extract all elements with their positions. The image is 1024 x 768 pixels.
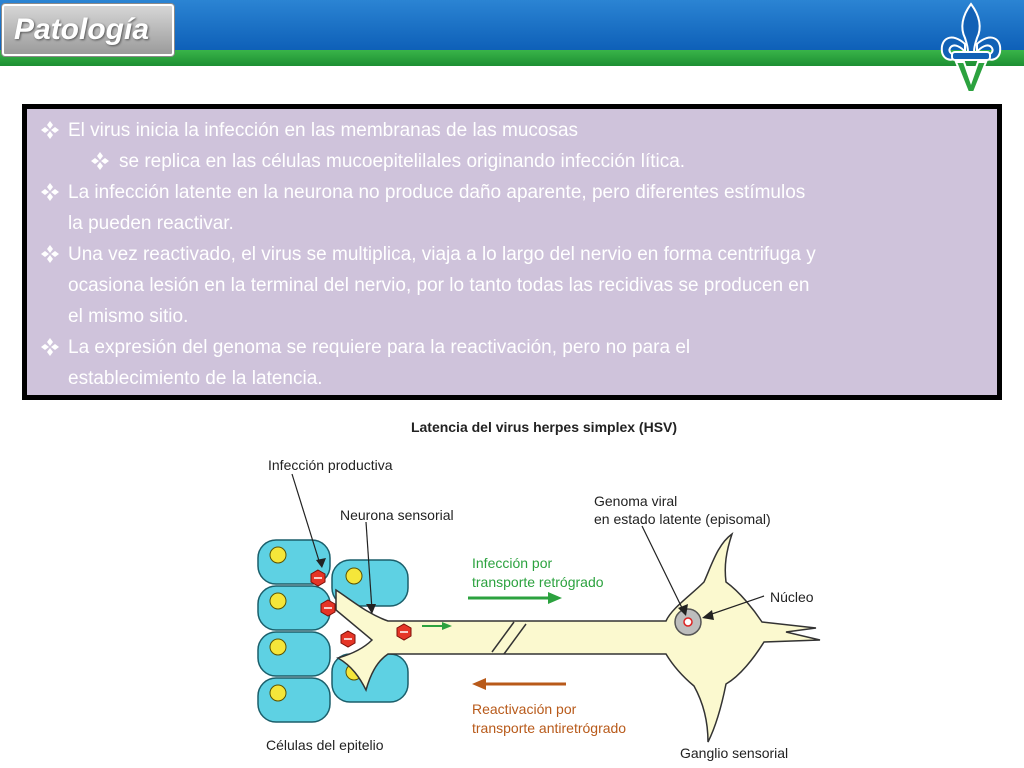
bullet-4-line-3: el mismo sitio. <box>68 306 189 327</box>
slide-title: Patología <box>14 13 150 46</box>
label-nucleus: Núcleo <box>770 589 814 605</box>
label-infection-2: transporte retrógrado <box>472 574 604 590</box>
diamond-bullet-icon <box>41 121 59 139</box>
title-box: Patología <box>2 4 174 56</box>
diamond-bullet-icon <box>41 338 59 356</box>
label-viral-genome-1: Genoma viral <box>594 493 677 509</box>
label-productive-infection: Infección productiva <box>268 457 393 473</box>
diagram-title: Latencia del virus herpes simplex (HSV) <box>411 419 677 435</box>
header-green-bar <box>0 50 1024 66</box>
label-reactivation-2: transporte antiretrógrado <box>472 720 626 736</box>
anterograde-arrow <box>472 678 566 690</box>
label-viral-genome-2: en estado latente (episomal) <box>594 511 771 527</box>
diamond-bullet-icon <box>91 152 109 170</box>
bullet-4-line-1: Una vez reactivado, el virus se multipli… <box>68 244 816 265</box>
diamond-bullet-icon <box>41 183 59 201</box>
bullet-5-line-2: establecimiento de la latencia. <box>68 368 323 389</box>
pointer-lines <box>291 473 765 617</box>
hsv-latency-diagram: Latencia del virus herpes simplex (HSV) <box>256 414 832 768</box>
bullet-3-line-2: la pueden reactivar. <box>68 213 234 234</box>
label-infection-1: Infección por <box>472 555 552 571</box>
label-sensory-ganglion: Ganglio sensorial <box>680 745 788 761</box>
diamond-bullet-icon <box>41 245 59 263</box>
pointer-heads <box>316 558 714 620</box>
label-reactivation-1: Reactivación por <box>472 701 577 717</box>
bullet-2-line-1: se replica en las células mucoepitelilal… <box>119 151 686 172</box>
bullet-5-line-1: La expresión del genoma se requiere para… <box>68 337 691 358</box>
retrograde-arrow <box>422 592 562 630</box>
latent-genome-icon <box>683 617 693 627</box>
bullet-4-line-2: ocasiona lesión en la terminal del nervi… <box>68 275 810 296</box>
bullet-1-line-1: El virus inicia la infección en las memb… <box>68 120 579 141</box>
label-epithelial-cells: Células del epitelio <box>266 737 384 753</box>
label-sensory-neuron: Neurona sensorial <box>340 507 454 523</box>
fleur-de-lis-logo-icon <box>940 2 1002 93</box>
axon-cut-marks <box>491 621 527 655</box>
sensory-neuron <box>335 532 821 743</box>
bullet-3-line-1: La infección latente en la neurona no pr… <box>68 182 806 203</box>
virus-particle-marks <box>314 577 408 640</box>
content-panel: El virus inicia la infección en las memb… <box>22 104 1002 400</box>
